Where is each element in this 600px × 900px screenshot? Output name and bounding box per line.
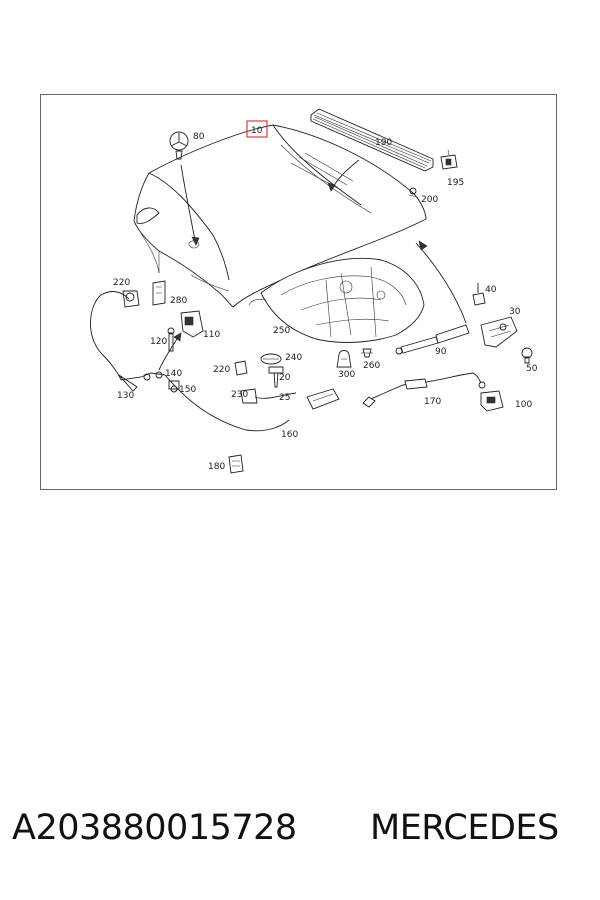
indicator-arrows — [158, 159, 467, 371]
diagram-frame: 10 80 190 195 200 220 280 40 30 250 120 … — [40, 94, 557, 490]
small-parts-center — [234, 353, 297, 404]
callout-labels: 10 80 190 195 200 220 280 40 30 250 120 … — [113, 126, 538, 472]
screw-part-200 — [408, 187, 418, 198]
callout-100: 100 — [515, 400, 532, 410]
callout-120: 120 — [150, 337, 167, 347]
callout-150: 150 — [179, 385, 196, 395]
callout-260: 260 — [363, 361, 380, 371]
callout-25: 25 — [279, 393, 290, 403]
callout-280: 280 — [170, 296, 187, 306]
grille-part — [310, 108, 434, 172]
hinge-part-30 — [472, 283, 533, 364]
clip-part-195 — [440, 149, 458, 170]
small-parts-300-260 — [336, 348, 373, 368]
release-handle-part-25 — [306, 388, 340, 410]
callout-250: 250 — [273, 326, 290, 336]
callout-30: 30 — [509, 307, 521, 317]
footer-caption: A203880015728 MERCEDES — [12, 808, 592, 858]
star-emblem-part — [169, 131, 200, 249]
callout-240: 240 — [285, 353, 302, 363]
callout-50: 50 — [526, 364, 538, 374]
release-cable — [90, 291, 290, 432]
sensor-cable-part-170 — [362, 372, 486, 408]
clip-parts-140-150 — [168, 380, 180, 393]
callout-195: 195 — [447, 178, 464, 188]
hood-inner-frame — [248, 257, 425, 343]
callout-200: 200 — [421, 195, 438, 205]
callout-230: 230 — [231, 390, 248, 400]
callout-130: 130 — [117, 391, 134, 401]
callout-220a: 220 — [113, 278, 130, 288]
callout-90: 90 — [435, 347, 447, 357]
lock-assembly-part-110 — [167, 310, 204, 352]
bracket-part-100 — [480, 390, 504, 412]
callout-180: 180 — [208, 462, 225, 472]
part-number: A203880015728 — [12, 808, 297, 848]
callout-160: 160 — [281, 430, 298, 440]
callout-170: 170 — [424, 397, 441, 407]
callout-40: 40 — [485, 285, 497, 295]
callout-190: 190 — [375, 138, 392, 148]
gas-strut-part-90 — [395, 324, 470, 355]
callout-140: 140 — [165, 369, 182, 379]
highlight-box-10 — [246, 120, 268, 138]
callout-110: 110 — [203, 330, 220, 340]
callout-20: 20 — [279, 373, 291, 383]
callout-220b: 220 — [213, 365, 230, 375]
callout-300: 300 — [338, 370, 355, 380]
hood-parts-diagram: 10 80 190 195 200 220 280 40 30 250 120 … — [90, 108, 538, 474]
brand-name: MERCEDES — [370, 808, 559, 848]
latch-part-220 — [122, 280, 166, 308]
callout-80: 80 — [193, 132, 205, 142]
callout-10: 10 — [251, 126, 263, 136]
clip-part-180 — [228, 454, 244, 474]
